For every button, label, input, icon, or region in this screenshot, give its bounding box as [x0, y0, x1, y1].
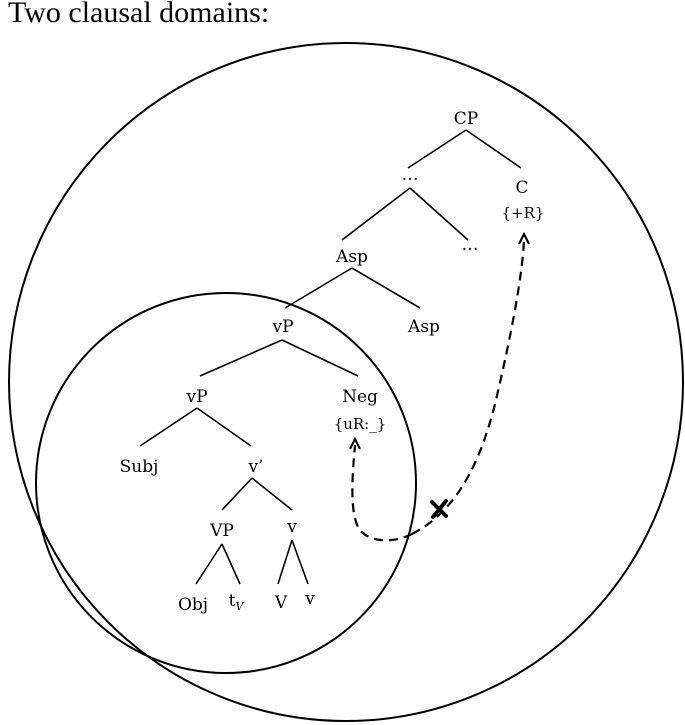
inner-domain-circle [35, 292, 417, 674]
node-trace: tV [229, 591, 245, 613]
neg-feature-label: {uR:_} [334, 415, 387, 433]
agree-arrowhead-c [518, 231, 530, 245]
diagram-heading: Two clausal domains: [8, 0, 270, 29]
node-dots-top: … [402, 165, 419, 185]
node-v-bar: v’ [247, 457, 263, 477]
node-vp-lower: vP [185, 387, 207, 407]
node-vp-upper: vP [271, 317, 293, 337]
node-subj: Subj [120, 457, 159, 477]
c-feature-label: {+R} [502, 204, 545, 222]
tree-branches [139, 129, 522, 585]
node-v-cap: V [274, 593, 288, 613]
x-mark-icon [430, 499, 448, 519]
node-asp-phrase: Asp [335, 247, 368, 267]
node-neg: Neg [342, 387, 378, 407]
node-cp: CP [454, 109, 478, 129]
node-c: C [515, 178, 528, 198]
node-big-vp: VP [209, 521, 234, 541]
trace-base: t [229, 591, 236, 611]
node-asp-head: Asp [407, 317, 440, 337]
outer-domain-circle [8, 42, 684, 722]
node-dots-right: … [462, 235, 479, 255]
node-v-head: v [304, 589, 315, 609]
agree-arrow-to-neg [351, 444, 413, 542]
node-obj: Obj [178, 595, 208, 615]
trace-subscript: V [235, 600, 244, 613]
node-v-small: v [286, 517, 297, 537]
agree-arrow-to-c [411, 239, 526, 535]
agree-arrowhead-neg [349, 436, 361, 450]
